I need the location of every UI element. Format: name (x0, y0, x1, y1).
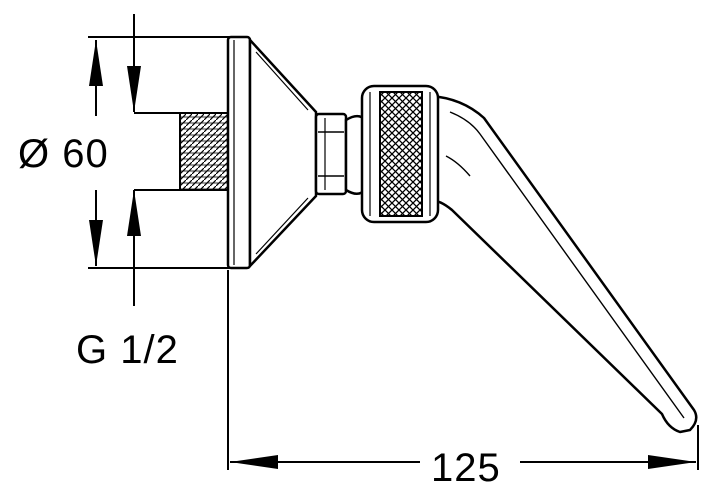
thread-arrow-top (127, 66, 141, 112)
conical-body (248, 36, 318, 270)
thread-stub (179, 112, 231, 191)
wall-flange (226, 35, 252, 270)
thread-arrow-bottom (127, 190, 141, 236)
length-label: 125 (425, 448, 507, 488)
diameter-arrow-bottom (89, 220, 103, 266)
diameter-arrow-top (89, 40, 103, 86)
thread-size-label: G 1/2 (76, 328, 179, 372)
shower-handle (428, 94, 698, 434)
length-arrow-right (648, 455, 696, 469)
length-arrow-left (230, 455, 278, 469)
hex-nut (314, 112, 348, 196)
knurled-grip (360, 84, 440, 224)
diameter-label: Ø 60 (18, 132, 109, 176)
